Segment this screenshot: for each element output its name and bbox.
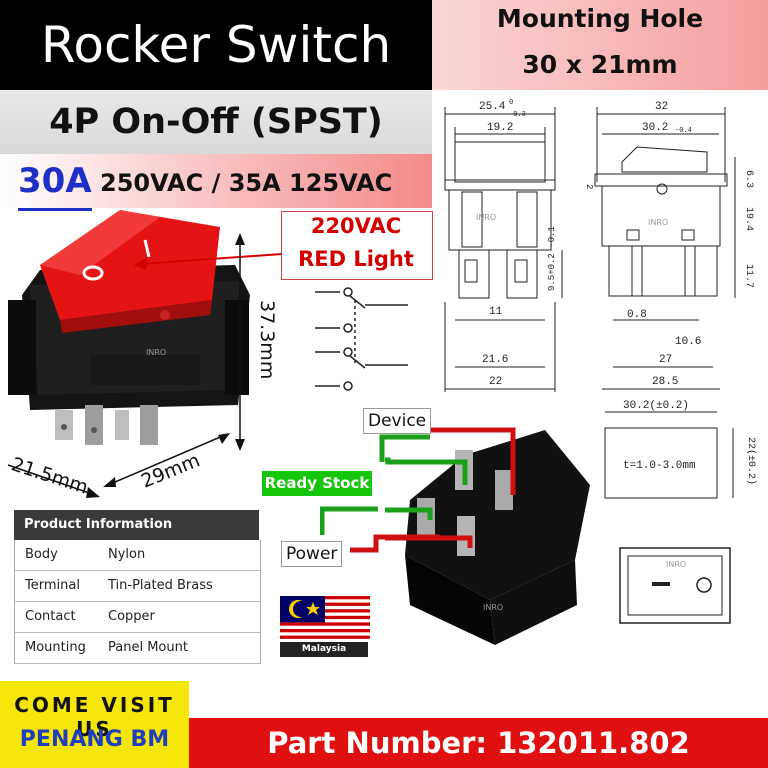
row-key: Body — [25, 547, 58, 562]
drawing-front-base: 21.6 — [482, 354, 508, 366]
title-banner — [0, 0, 432, 90]
height-dimension: 37.3mm — [256, 300, 278, 380]
cutout-height: 22(±0.2) — [745, 437, 757, 485]
drawing-front-overall: 22 — [489, 376, 502, 388]
watermark-photo: INRO — [146, 348, 167, 357]
wiring-photo — [385, 427, 590, 645]
switch-schematic — [315, 287, 408, 391]
drawing-side-base: 27 — [659, 354, 672, 366]
rating-amp: 30A — [18, 154, 92, 211]
dimension-arrows — [7, 233, 245, 498]
red-light-label-box — [281, 211, 433, 280]
bottom-view-drawing — [619, 547, 731, 624]
visit-location: PENANG BM — [19, 727, 170, 752]
power-label: Power — [281, 541, 343, 567]
watermark-top: INRO — [476, 213, 497, 222]
rating-banner — [0, 154, 432, 208]
row-value: Nylon — [108, 547, 146, 562]
rating-voltage: 250VAC / 35A 125VAC — [100, 169, 393, 197]
drawing-side-width: 32 — [655, 101, 668, 113]
drawing-front-inner: 19.2 — [487, 122, 513, 134]
watermark-wiring: INRO — [483, 603, 504, 612]
wire-leads — [320, 434, 440, 553]
drawing-front-tol-lower: -0.3 — [509, 111, 526, 119]
device-label: Device — [363, 408, 432, 434]
part-number: Part Number: 132011.802 — [267, 726, 690, 760]
malaysia-flag-icon — [280, 596, 370, 642]
spec-banner — [0, 90, 432, 154]
row-value: Panel Mount — [108, 640, 188, 655]
table-row: Contact Copper — [15, 602, 260, 633]
drawing-side-tol: -0.4 — [675, 127, 692, 135]
rocker-switch-photo — [8, 210, 250, 445]
drawing-terminal-height: 9.5+0.2 -0.1 — [547, 226, 557, 291]
drawing-side-spacing: 10.6 — [675, 336, 701, 348]
part-number-banner — [189, 718, 768, 768]
drawing-side-flange: 2 — [584, 184, 594, 189]
product-info-table: Body Nylon Terminal Tin-Plated Brass Con… — [14, 540, 261, 664]
drawing-side-rocker: 6.3 — [743, 170, 754, 188]
cutout-thickness: t=1.0-3.0mm — [623, 460, 696, 472]
mounting-size: 30 x 21mm — [522, 50, 678, 79]
cutout-width: 30.2(±0.2) — [623, 400, 689, 412]
mounting-banner — [432, 0, 768, 90]
watermark-bottom: INRO — [666, 560, 687, 569]
malaysia-stockist-label: Malaysia Stockist — [280, 642, 368, 669]
product-info-header: Product Information — [14, 510, 259, 540]
watermark-side: INRO — [648, 218, 669, 227]
drawing-front-tol-upper: 0 — [509, 99, 513, 107]
technical-drawing: 25.4 0 -0.3 19.2 9.5+0.2 -0.1 11 21.6 22… — [444, 99, 757, 499]
row-key: Terminal — [25, 578, 80, 593]
drawing-side-gap: 0.8 — [627, 309, 647, 321]
light-voltage: 220VAC — [310, 214, 402, 238]
table-row: Terminal Tin-Plated Brass — [15, 571, 260, 602]
row-value: Tin-Plated Brass — [108, 578, 213, 593]
drawing-side-overall: 28.5 — [652, 376, 678, 388]
light-color: RED Light — [298, 247, 414, 271]
product-title: Rocker Switch — [40, 16, 392, 74]
drawing-side-terminal: 11.7 — [743, 264, 754, 288]
visit-banner — [0, 681, 189, 768]
drawing-side-body: 19.4 — [743, 207, 754, 231]
visit-title: COME VISIT US — [14, 693, 175, 741]
row-key: Contact — [25, 609, 76, 624]
drawing-terminal-spacing: 11 — [489, 306, 503, 318]
product-spec: 4P On-Off (SPST) — [49, 102, 383, 142]
drawing-side-inner: 30.2 — [642, 122, 668, 134]
light-arrow — [134, 253, 283, 270]
table-row: Body Nylon — [15, 540, 260, 571]
table-row: Mounting Panel Mount — [15, 633, 260, 664]
mounting-title: Mounting Hole — [496, 4, 704, 33]
drawing-front-width: 25.4 — [479, 101, 506, 113]
row-value: Copper — [108, 609, 155, 624]
ready-stock-badge: Ready Stock — [262, 471, 372, 496]
row-key: Mounting — [25, 640, 86, 655]
